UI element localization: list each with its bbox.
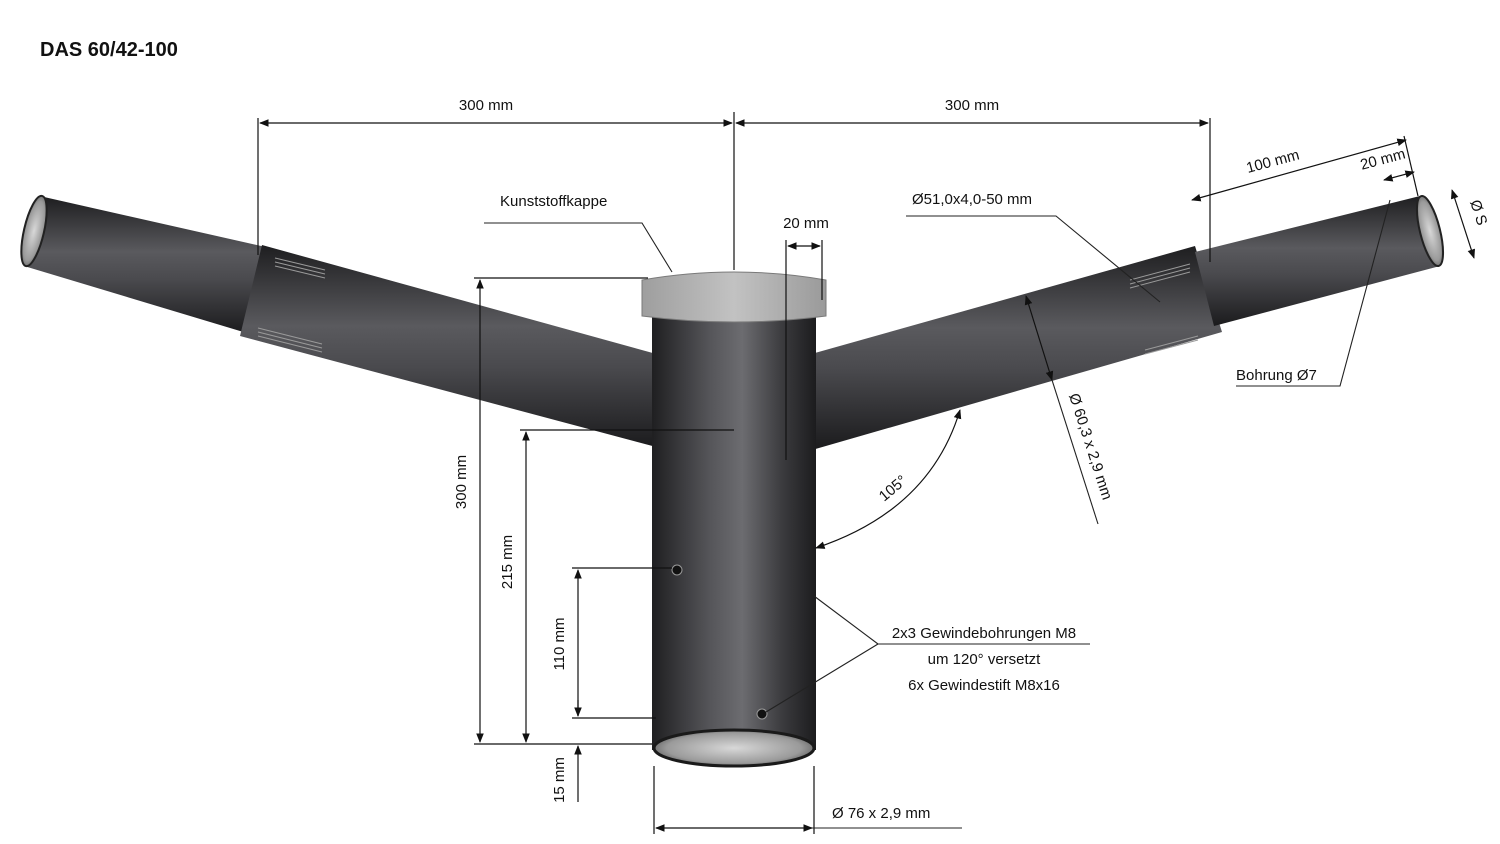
label-cap: Kunststoffkappe: [500, 193, 607, 210]
label-height-holes: 110 mm: [551, 617, 568, 670]
leader-cap: [484, 222, 673, 273]
leader-thread-upper: [813, 595, 879, 645]
label-threads-3: 6x Gewindestift M8x16: [908, 677, 1060, 694]
label-hole: Bohrung Ø7: [1236, 367, 1317, 384]
left-outer-tube: [24, 197, 270, 334]
label-height-total: 300 mm: [453, 455, 470, 509]
thread-hole-upper: [671, 564, 683, 576]
drawing-title: DAS 60/42-100: [40, 39, 178, 61]
label-base-tube: Ø 76 x 2,9 mm: [832, 805, 930, 822]
label-right-span: 300 mm: [945, 97, 999, 114]
dim-end-diameter: [1451, 189, 1475, 259]
left-arm-tube: [240, 245, 680, 448]
label-height-bottom: 15 mm: [551, 757, 568, 803]
label-angle: 105°: [876, 472, 911, 505]
right-outer-tube: [1195, 196, 1440, 326]
label-left-span: 300 mm: [459, 97, 513, 114]
post-bottom-opening: [652, 728, 816, 768]
leader-arm-tube: [1051, 379, 1099, 525]
label-cap-width: 20 mm: [783, 215, 829, 232]
label-hole-offset: 20 mm: [1358, 146, 1407, 174]
right-arm-tube: [788, 246, 1222, 450]
label-arm-tube: Ø 60,3 x 2,9 mm: [1065, 391, 1115, 502]
label-threads-2: um 120° versetzt: [928, 651, 1042, 668]
left-tube-opening: [20, 194, 48, 268]
label-inner-tube: Ø51,0x4,0-50 mm: [912, 191, 1032, 208]
plastic-cap: [641, 271, 827, 323]
label-threads-1: 2x3 Gewindebohrungen M8: [892, 625, 1076, 642]
leader-hole: [1236, 199, 1391, 387]
dim-angle: [815, 409, 962, 549]
dim-arm-inset: [1191, 138, 1407, 202]
left-arm: [20, 194, 680, 448]
left-hatch: [257, 257, 326, 353]
right-arm: [788, 194, 1445, 450]
dim-hole-offset: [1383, 170, 1415, 182]
ext-line-inset: [1403, 135, 1419, 197]
thread-hole-lower: [756, 708, 768, 720]
dim-arm-tube: [1024, 295, 1054, 381]
leader-thread-lower: [765, 643, 879, 713]
label-end-diameter: Ø S: [1466, 198, 1490, 228]
leader-inner-tube: [906, 215, 1161, 303]
label-height-arm: 215 mm: [499, 535, 516, 589]
right-tube-opening: [1415, 194, 1445, 268]
central-post: [641, 271, 827, 768]
post-tube: [652, 300, 816, 750]
